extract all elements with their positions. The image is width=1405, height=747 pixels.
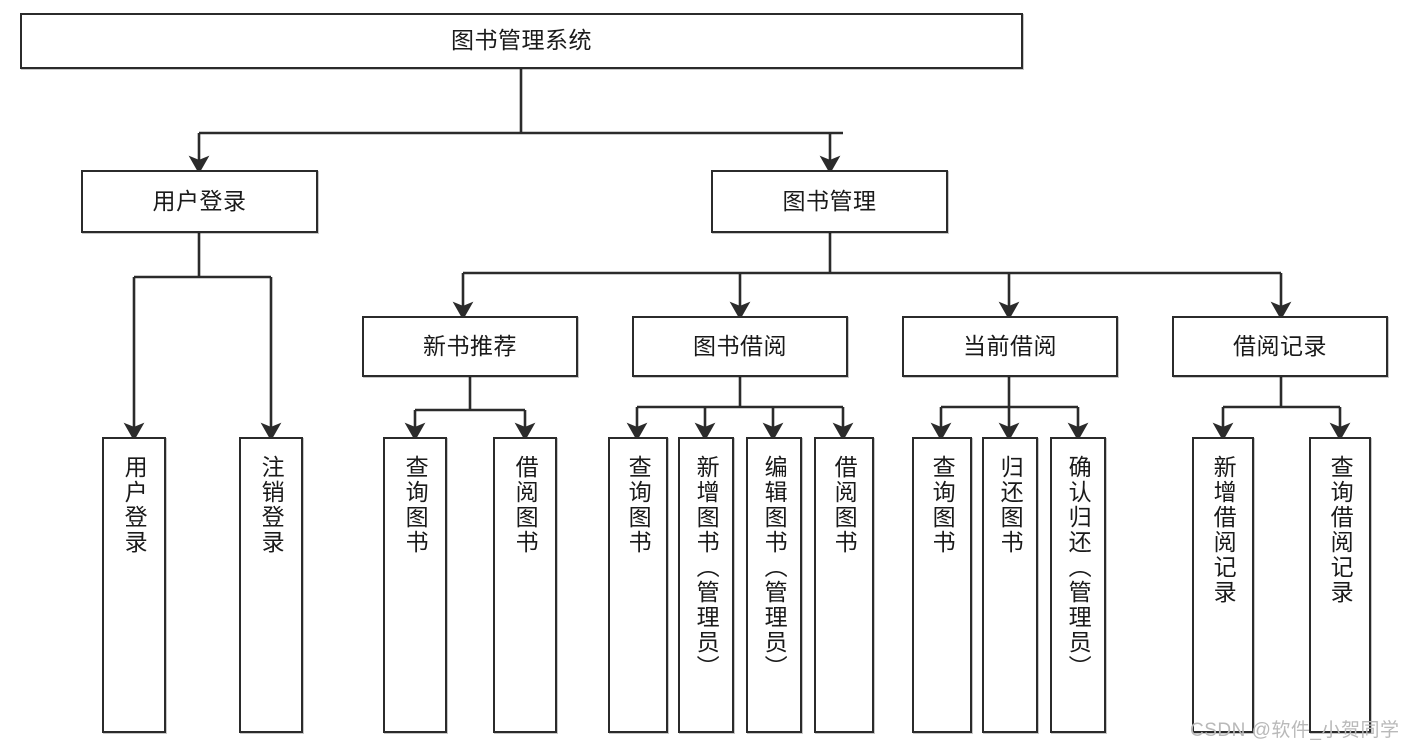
node-leaf-borrow-book[interactable]: 借阅图书 [814,437,874,733]
node-leaf-return-book[interactable]: 归还图书 [982,437,1038,733]
node-leaf-user-login[interactable]: 用户登录 [102,437,166,733]
node-label: 图书管理 [782,187,877,214]
node-label: 新增图书（管理员） [693,455,720,680]
node-label: 查询图书 [929,455,956,555]
node-label: 当前借阅 [963,332,1057,359]
node-label: 注销登录 [258,455,285,555]
node-label: 用户登录 [152,187,247,214]
node-leaf-borrow-book-recommend[interactable]: 借阅图书 [493,437,557,733]
node-borrow-record[interactable]: 借阅记录 [1172,316,1388,377]
node-root-book-management-system[interactable]: 图书管理系统 [20,13,1023,69]
node-new-book-recommend[interactable]: 新书推荐 [362,316,578,377]
node-user-login[interactable]: 用户登录 [81,170,318,233]
node-leaf-query-borrow-record[interactable]: 查询借阅记录 [1309,437,1371,733]
node-label: 借阅记录 [1233,332,1327,359]
node-label: 查询图书 [625,455,652,555]
node-label: 编辑图书（管理员） [761,455,788,680]
node-leaf-add-book-admin[interactable]: 新增图书（管理员） [678,437,734,733]
node-label: 借阅图书 [512,455,539,555]
node-label: 图书管理系统 [451,27,592,54]
node-leaf-query-book-recommend[interactable]: 查询图书 [383,437,447,733]
node-label: 用户登录 [121,455,148,555]
node-book-management[interactable]: 图书管理 [711,170,948,233]
node-current-borrow[interactable]: 当前借阅 [902,316,1118,377]
node-leaf-edit-book-admin[interactable]: 编辑图书（管理员） [746,437,802,733]
node-leaf-add-borrow-record[interactable]: 新增借阅记录 [1192,437,1254,733]
node-label: 查询借阅记录 [1327,455,1354,605]
node-label: 确认归还（管理员） [1065,455,1092,680]
node-label: 新书推荐 [423,332,517,359]
node-label: 借阅图书 [831,455,858,555]
node-label: 图书借阅 [693,332,787,359]
node-label: 归还图书 [997,455,1024,555]
node-leaf-query-book-borrow[interactable]: 查询图书 [608,437,668,733]
node-label: 查询图书 [402,455,429,555]
node-leaf-query-book-current[interactable]: 查询图书 [912,437,972,733]
node-book-borrow[interactable]: 图书借阅 [632,316,848,377]
node-leaf-logout[interactable]: 注销登录 [239,437,303,733]
node-leaf-confirm-return-admin[interactable]: 确认归还（管理员） [1050,437,1106,733]
node-label: 新增借阅记录 [1210,455,1237,605]
